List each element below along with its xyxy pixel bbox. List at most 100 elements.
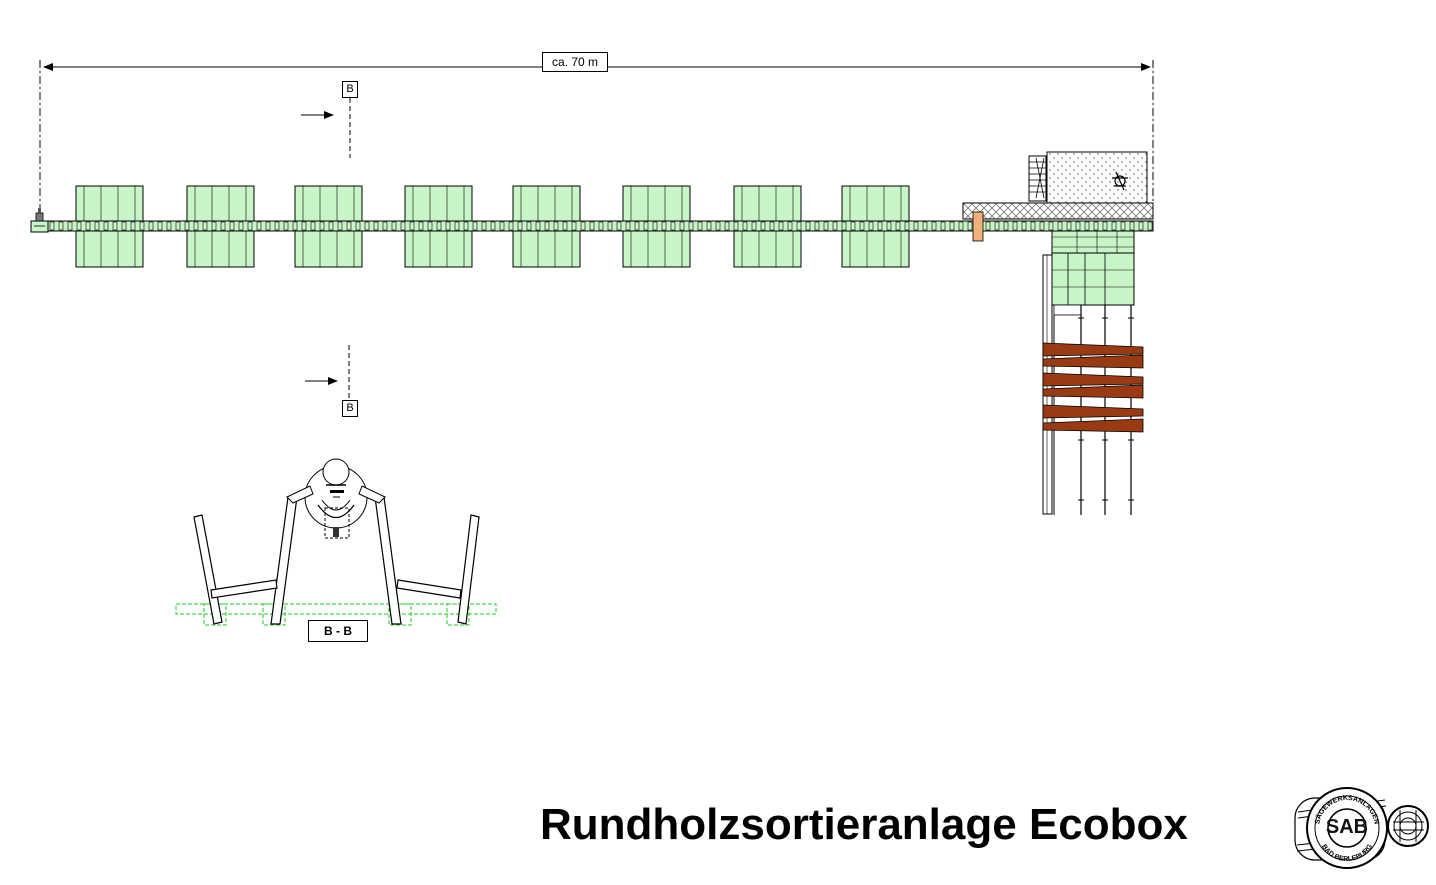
chain-link <box>355 221 361 231</box>
chain-link <box>346 221 352 231</box>
chain-link <box>562 221 568 231</box>
chain-link <box>436 221 442 231</box>
chain-link <box>580 221 586 231</box>
chain-link <box>751 221 757 231</box>
chain-link <box>202 221 208 231</box>
log <box>1042 354 1144 369</box>
chain-link <box>949 221 955 231</box>
chain-link <box>148 221 154 231</box>
chain-link <box>796 221 802 231</box>
chain-link <box>418 221 424 231</box>
logo-initials: SAB <box>1325 816 1369 838</box>
chain-link <box>1102 221 1108 231</box>
chain-link <box>877 221 883 231</box>
chain-link <box>274 221 280 231</box>
chain-link <box>1030 221 1036 231</box>
chain-link <box>697 221 703 231</box>
section-marker-bottom: B <box>342 400 358 417</box>
sensor-marker <box>972 211 984 242</box>
chain-link <box>688 221 694 231</box>
chain-link <box>940 221 946 231</box>
log <box>1042 342 1144 357</box>
chain-link <box>166 221 172 231</box>
chain-link <box>49 221 55 231</box>
chain-link <box>193 221 199 231</box>
chain-link <box>670 221 676 231</box>
chain-link <box>868 221 874 231</box>
chain-link <box>553 221 559 231</box>
chain-link <box>715 221 721 231</box>
log <box>1042 372 1144 387</box>
chain-link <box>76 221 82 231</box>
chain-link <box>427 221 433 231</box>
chain-link <box>472 221 478 231</box>
chain-link <box>247 221 253 231</box>
chain-link <box>175 221 181 231</box>
chain-link <box>823 221 829 231</box>
chain-link <box>832 221 838 231</box>
chain-link <box>814 221 820 231</box>
chain-link <box>1120 221 1126 231</box>
chain-link <box>310 221 316 231</box>
chain-link <box>1039 221 1045 231</box>
chain-link <box>1048 221 1054 231</box>
chain-link <box>607 221 613 231</box>
chain-link <box>1129 221 1135 231</box>
section-line <box>301 98 351 400</box>
section-view-label: B - B <box>308 620 368 642</box>
chain-link <box>1138 221 1144 231</box>
chain-link <box>121 221 127 231</box>
chain-link <box>112 221 118 231</box>
drawing-title: Rundholzsortieranlage Ecobox <box>540 800 1188 849</box>
chain-link <box>598 221 604 231</box>
chain-link <box>130 221 136 231</box>
chain-link <box>373 221 379 231</box>
chain-link <box>931 221 937 231</box>
chain-link <box>184 221 190 231</box>
section-view <box>175 458 497 626</box>
chain-link <box>1057 221 1063 231</box>
chain-link <box>517 221 523 231</box>
chain-link <box>409 221 415 231</box>
chain-link <box>625 221 631 231</box>
log <box>1042 418 1144 433</box>
chain-link <box>850 221 856 231</box>
chain-link <box>679 221 685 231</box>
log <box>1042 384 1144 399</box>
chain-link <box>634 221 640 231</box>
chain-link <box>769 221 775 231</box>
chain-link <box>211 221 217 231</box>
chain-link <box>85 221 91 231</box>
chain-link <box>463 221 469 231</box>
chain-link <box>535 221 541 231</box>
chain-link <box>958 221 964 231</box>
chain-link <box>1111 221 1117 231</box>
chain-link <box>967 221 973 231</box>
chain-link <box>1012 221 1018 231</box>
chain-link <box>661 221 667 231</box>
chain-link <box>301 221 307 231</box>
chain-link <box>1084 221 1090 231</box>
chain-link <box>265 221 271 231</box>
chain-link <box>499 221 505 231</box>
chain-link <box>454 221 460 231</box>
chain-link <box>508 221 514 231</box>
chain-link <box>445 221 451 231</box>
chain-link <box>913 221 919 231</box>
chain-link <box>400 221 406 231</box>
chain-link <box>157 221 163 231</box>
chain-link <box>985 221 991 231</box>
dimension-label: ca. 70 m <box>542 52 608 72</box>
conveyor-drive <box>30 208 49 233</box>
chain-link <box>895 221 901 231</box>
chain-link <box>742 221 748 231</box>
chain-link <box>364 221 370 231</box>
company-logo: SÄGEWERKSANLAGEN BAD BERLEBURG <box>1294 787 1429 869</box>
chain-link <box>328 221 334 231</box>
chain-link <box>571 221 577 231</box>
chain-link <box>904 221 910 231</box>
log <box>1042 404 1144 419</box>
chain-link <box>490 221 496 231</box>
chain-link <box>292 221 298 231</box>
